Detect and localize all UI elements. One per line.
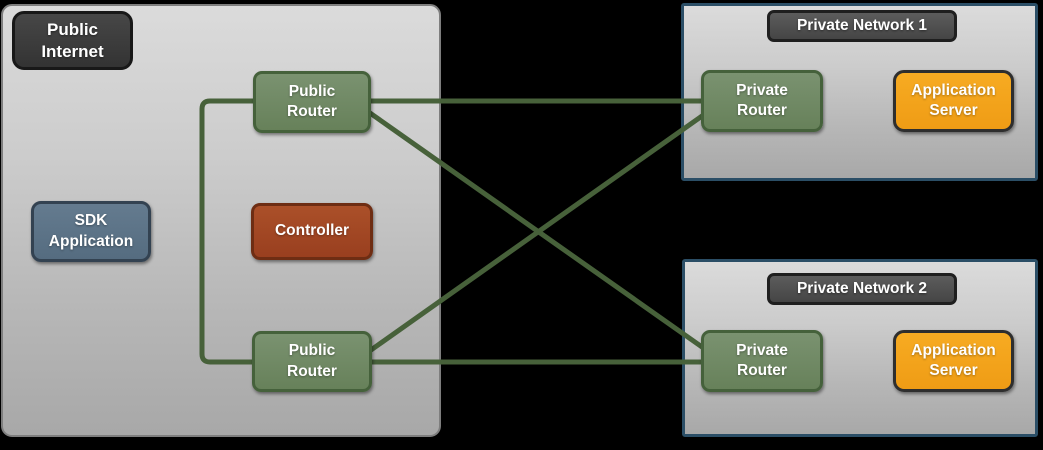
controller-node: Controller (251, 203, 373, 260)
private-router-2-node: Private Router (701, 330, 823, 392)
public-router-bottom-node: Public Router (252, 331, 372, 392)
private-router-1-node: Private Router (701, 70, 823, 132)
link-public-router-top-to-public-router-bottom (199, 98, 257, 365)
link-public-router-bottom-to-private-router-1 (368, 113, 705, 353)
private-network-1-title: Private Network 1 (767, 10, 957, 42)
link-public-router-top-to-private-router-2 (367, 110, 705, 350)
application-server-2-node: Application Server (893, 330, 1014, 392)
private-network-2-title: Private Network 2 (767, 273, 957, 305)
public-router-top-node: Public Router (253, 71, 371, 133)
public-internet-label: Public Internet (12, 11, 133, 70)
application-server-1-node: Application Server (893, 70, 1014, 132)
sdk-application-node: SDK Application (31, 201, 151, 262)
